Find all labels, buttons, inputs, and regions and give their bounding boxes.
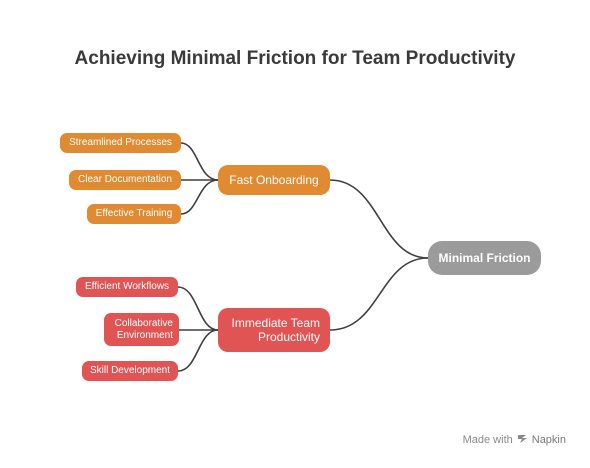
- link-fast-training: [180, 179, 219, 215]
- link-root-immediate-productivity: [329, 257, 429, 331]
- leaf-efficient-workflows: Efficient Workflows: [76, 277, 178, 297]
- footer-brand: Napkin: [531, 434, 566, 446]
- branch-label: Fast Onboarding: [229, 172, 319, 187]
- leaf-label: Efficient Workflows: [84, 281, 170, 292]
- diagram-title: Achieving Minimal Friction for Team Prod…: [74, 48, 516, 69]
- leaf-label: Streamlined Processes: [69, 137, 172, 148]
- leaf-skill-development: Skill Development: [82, 361, 178, 381]
- link-fast-streamlined: [180, 142, 219, 181]
- root-label: Minimal Friction: [438, 250, 531, 265]
- footer-prefix: Made with: [462, 434, 513, 446]
- link-immediate-skill: [177, 329, 219, 372]
- leaf-label: Effective Training: [95, 208, 173, 219]
- link-root-fast-onboarding: [329, 179, 429, 259]
- leaf-label: Collaborative Environment: [114, 317, 173, 341]
- link-immediate-workflows: [177, 286, 219, 331]
- napkin-logo-icon: [517, 433, 528, 447]
- branch-label: Immediate Team Productivity: [231, 315, 320, 344]
- leaf-collaborative-environment: Collaborative Environment: [104, 313, 179, 346]
- branch-immediate-team-productivity: Immediate Team Productivity: [218, 308, 330, 352]
- napkin-attribution[interactable]: Made with Napkin: [463, 433, 566, 447]
- leaf-streamlined-processes: Streamlined Processes: [60, 133, 181, 153]
- leaf-effective-training: Effective Training: [87, 204, 181, 224]
- branch-fast-onboarding: Fast Onboarding: [218, 165, 330, 195]
- leaf-label: Skill Development: [89, 365, 171, 376]
- root-minimal-friction: Minimal Friction: [428, 241, 541, 275]
- leaf-clear-documentation: Clear Documentation: [69, 170, 181, 190]
- leaf-label: Clear Documentation: [78, 174, 172, 185]
